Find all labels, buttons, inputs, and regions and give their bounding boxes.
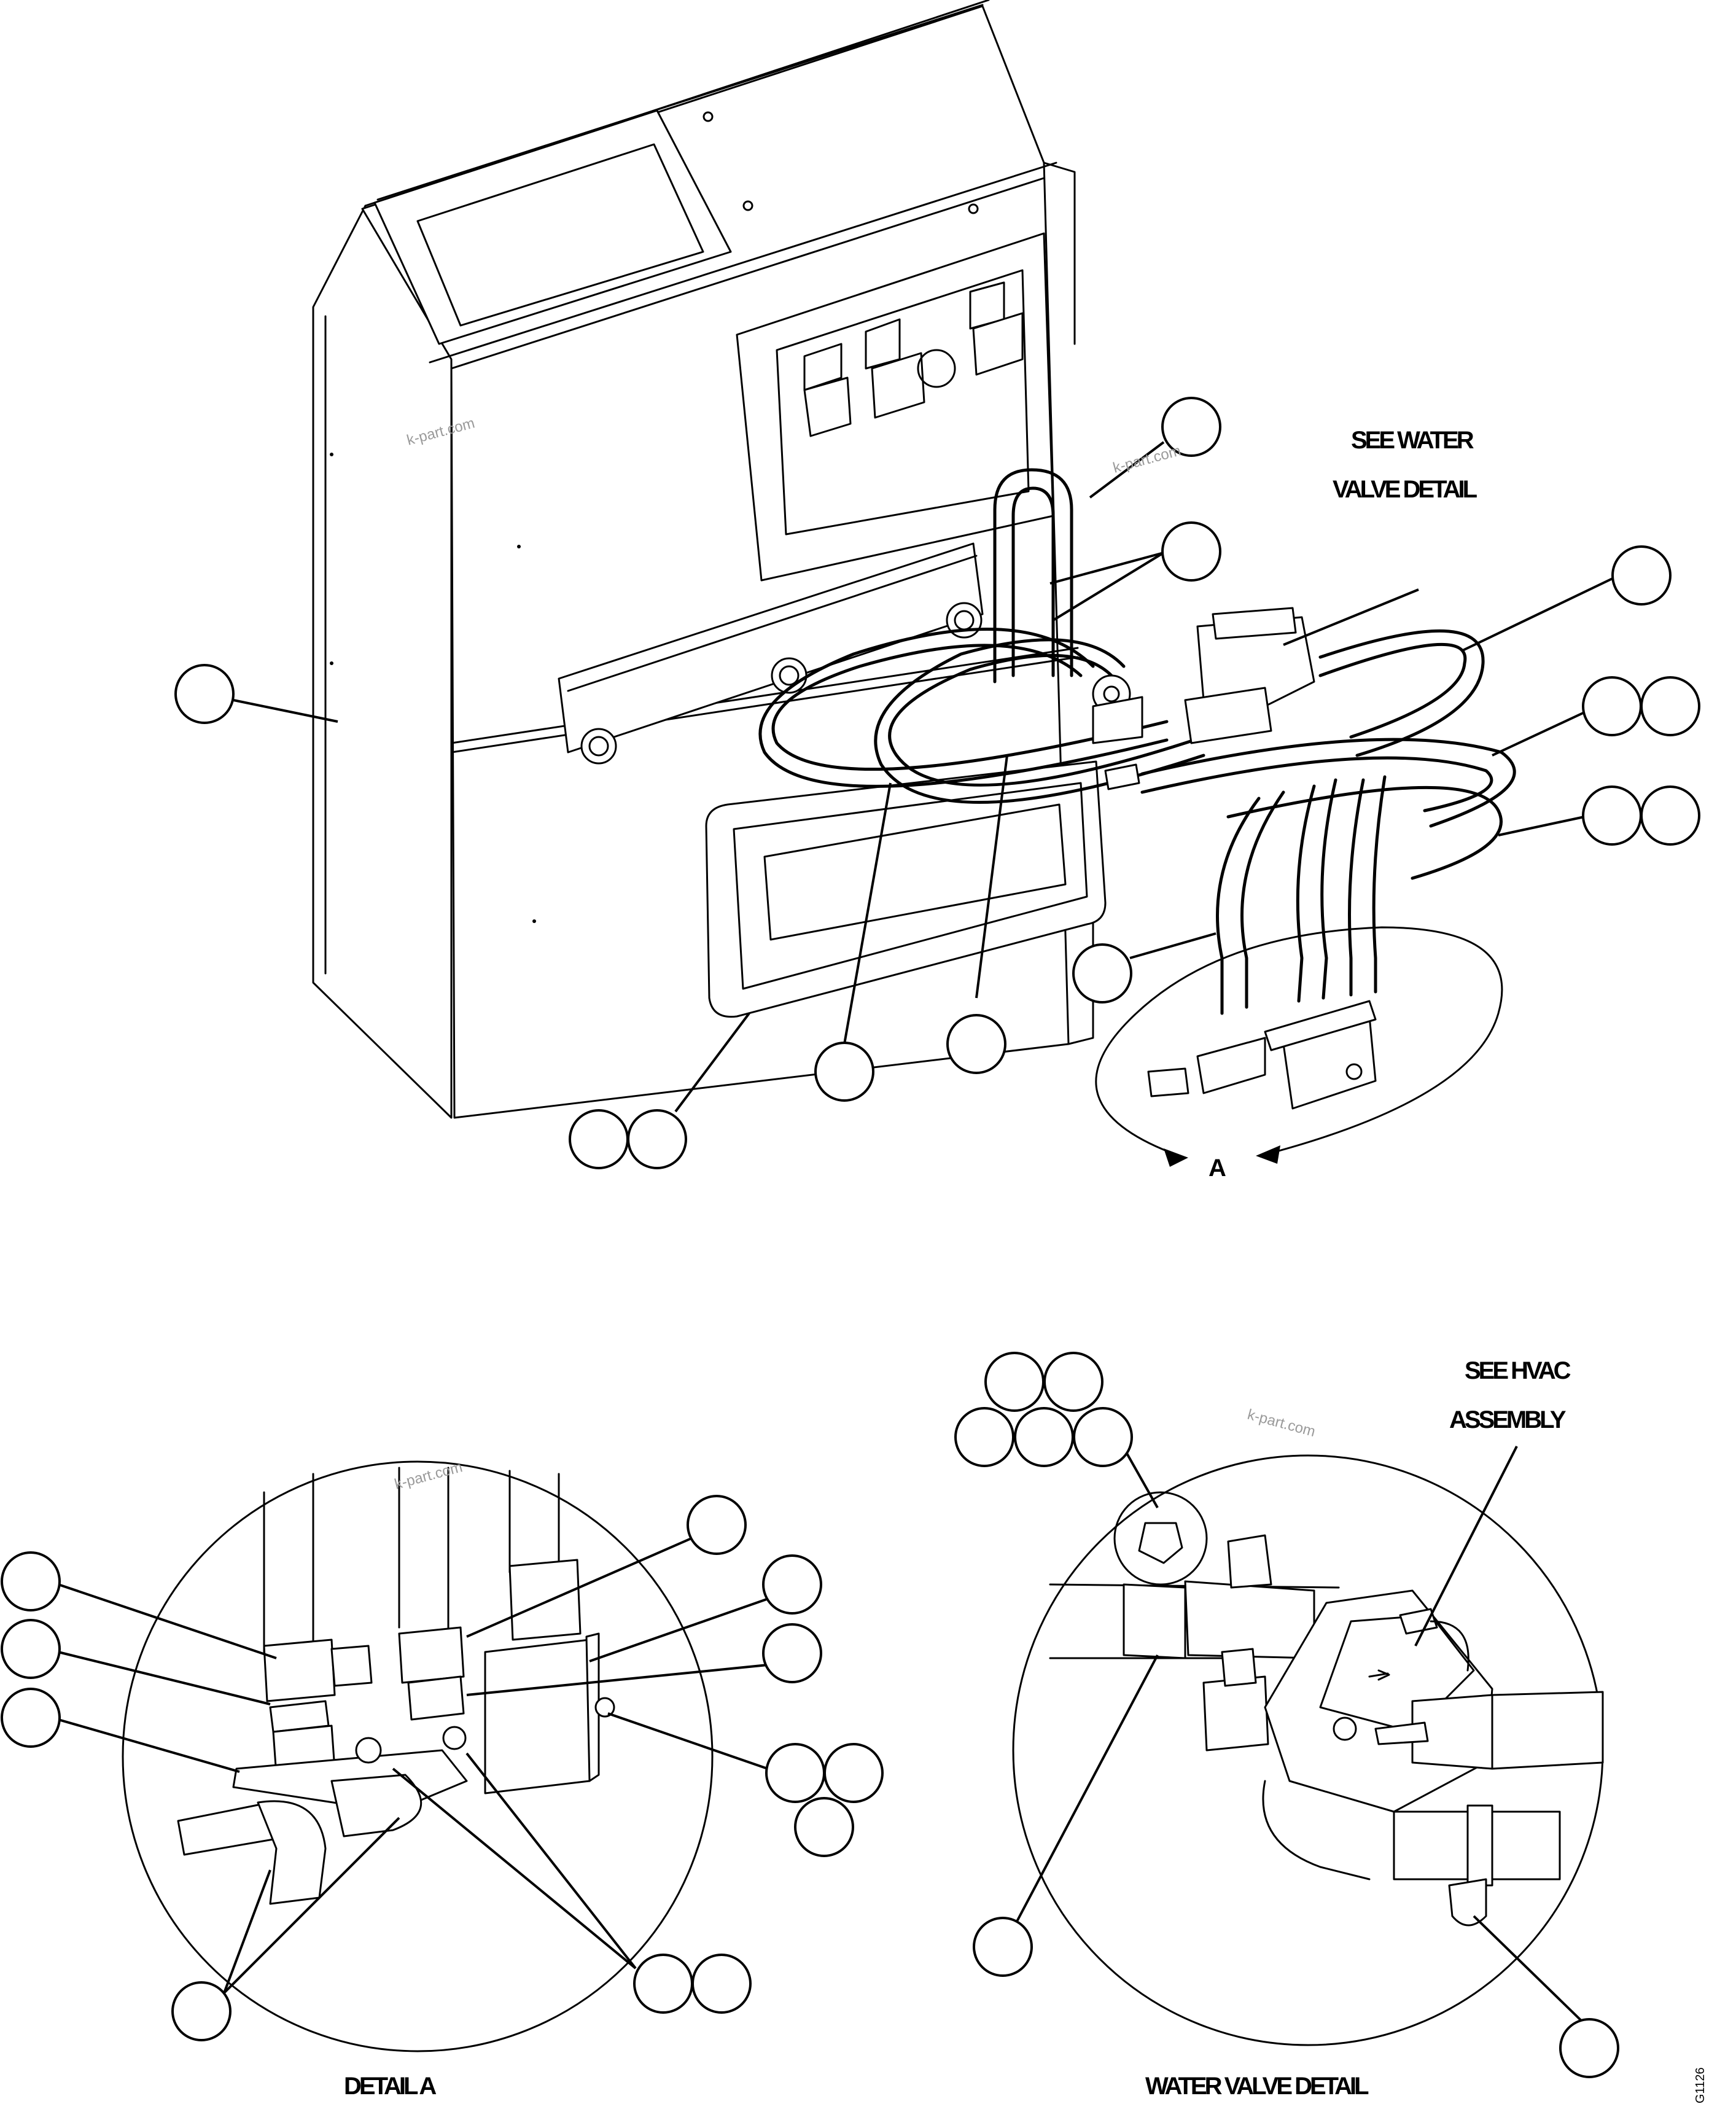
water-valve: [1092, 607, 1315, 790]
watermark-3: k-part.com: [393, 1459, 464, 1492]
arrow-a-right: [1256, 1145, 1280, 1164]
detail-a-title: DETAIL A: [344, 2073, 436, 2100]
relay-panel: [736, 232, 1054, 582]
see-hvac-label-1: SEE HVAC: [1465, 1357, 1571, 1384]
water-valve-detail-title: WATER VALVE DETAIL: [1145, 2073, 1369, 2100]
heater-hoses: [758, 468, 1516, 1015]
see-hvac-label-2: ASSEMBLY: [1449, 1406, 1567, 1433]
callout-balloons-detail-a: [1, 1495, 884, 2041]
leader-lines-detail-a: [58, 1528, 774, 1994]
watermark-2: k-part.com: [1111, 442, 1183, 476]
see-water-label-2: VALVE DETAIL: [1333, 476, 1477, 503]
arrow-a-left: [1164, 1148, 1188, 1167]
view-a-label: A: [1209, 1155, 1226, 1182]
detail-a-callout: [1095, 926, 1503, 1156]
valve-block-main: [1147, 1000, 1377, 1110]
figure-code: G1126: [1694, 2067, 1707, 2103]
watermark-4: k-part.com: [1245, 1406, 1317, 1440]
detail-a-view: [122, 1460, 714, 2052]
see-water-label-1: SEE WATER: [1351, 427, 1474, 454]
leader-lines-main: [233, 441, 1616, 1113]
water-valve-detail-view: [1012, 1454, 1604, 2046]
callout-balloons-water-valve: [954, 1352, 1619, 2078]
lower-opening: [705, 760, 1107, 1018]
callout-balloons-main: [174, 397, 1700, 1169]
